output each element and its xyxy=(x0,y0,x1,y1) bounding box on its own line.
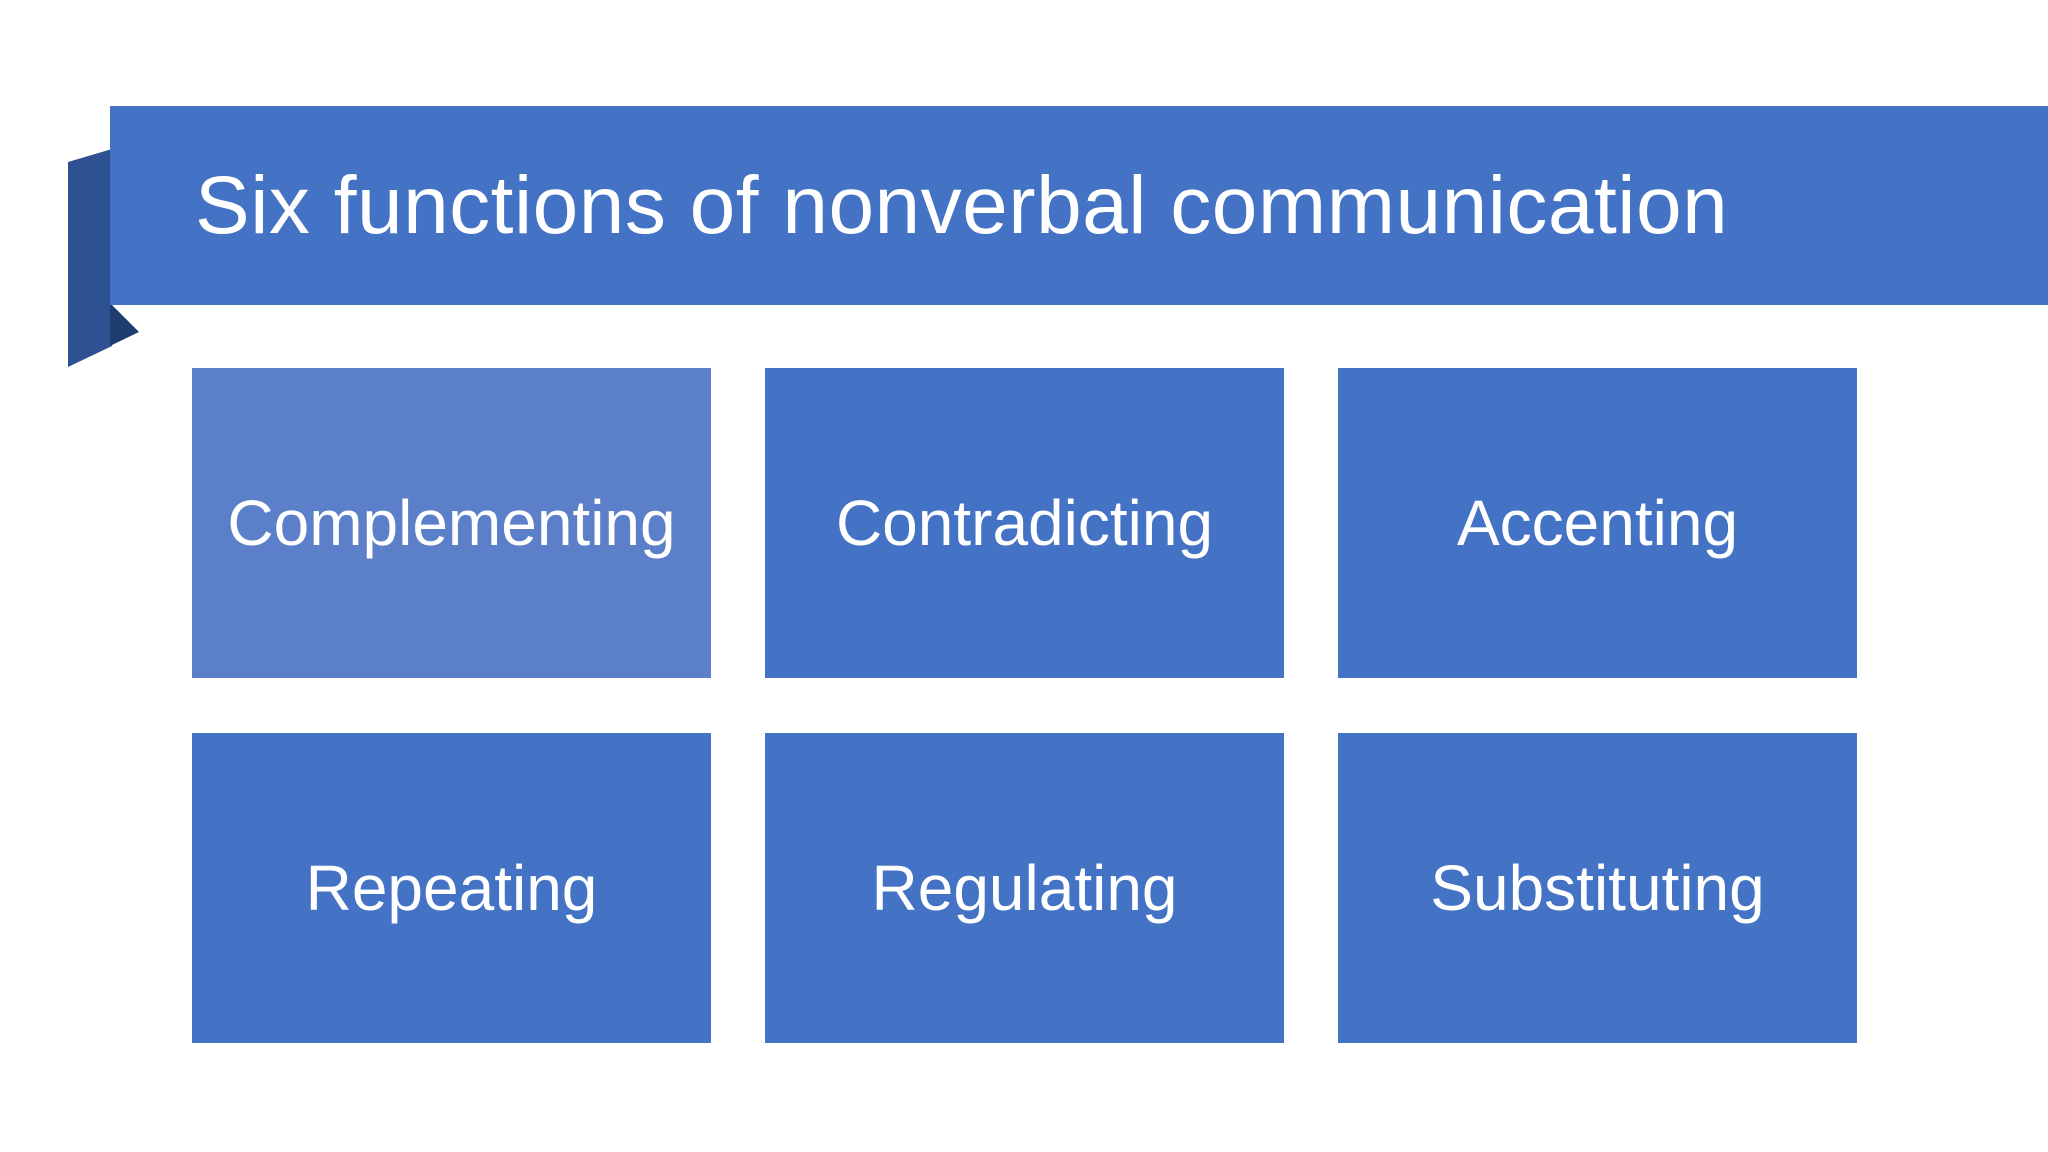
title-banner: Six functions of nonverbal communication xyxy=(110,106,2048,305)
box-label: Regulating xyxy=(871,852,1178,924)
box-contradicting: Contradicting xyxy=(765,368,1284,678)
box-label: Substituting xyxy=(1430,852,1765,924)
box-substituting: Substituting xyxy=(1338,733,1857,1043)
box-complementing: Complementing xyxy=(192,368,711,678)
box-label: Accenting xyxy=(1456,487,1739,559)
ribbon-shadow-shape xyxy=(110,303,139,346)
box-label: Complementing xyxy=(227,487,676,559)
function-box-grid: Complementing Contradicting Accenting Re… xyxy=(192,368,1857,1043)
box-label: Repeating xyxy=(305,852,598,924)
box-regulating: Regulating xyxy=(765,733,1284,1043)
ribbon-flap-shape xyxy=(68,149,112,367)
box-label: Contradicting xyxy=(835,487,1214,559)
slide-title: Six functions of nonverbal communication xyxy=(195,159,1729,251)
ribbon-fold-icon xyxy=(68,149,139,367)
box-repeating: Repeating xyxy=(192,733,711,1043)
box-accenting: Accenting xyxy=(1338,368,1857,678)
